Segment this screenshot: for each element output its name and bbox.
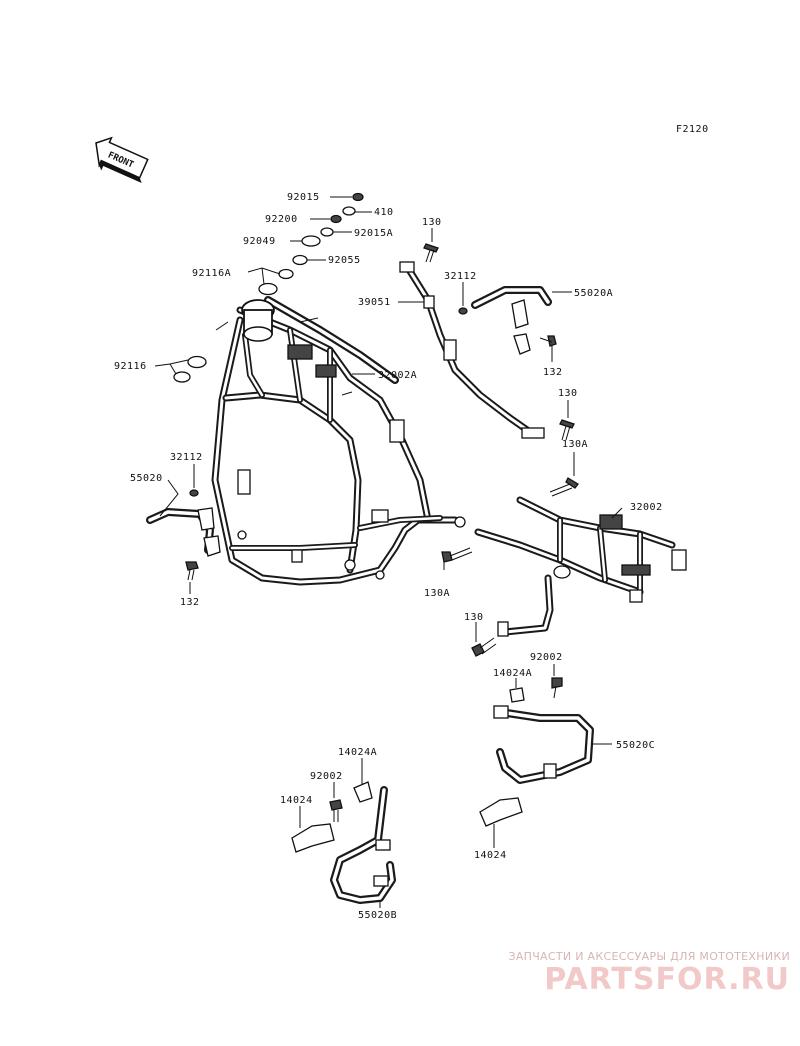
label-55020: 55020 bbox=[130, 473, 163, 484]
label-14024a-right: 14024A bbox=[493, 668, 532, 679]
label-92015: 92015 bbox=[287, 192, 320, 203]
label-92116a: 92116A bbox=[192, 268, 231, 279]
watermark-logo: PARTSFOR.RU bbox=[544, 962, 790, 997]
label-130-mid: 130 bbox=[558, 388, 578, 399]
label-92002-right: 92002 bbox=[530, 652, 563, 663]
label-92015a: 92015A bbox=[354, 228, 393, 239]
label-32112-top: 32112 bbox=[444, 271, 477, 282]
watermark-tagline: ЗАПЧАСТИ И АКСЕССУАРЫ ДЛЯ МОТОТЕХНИКИ bbox=[508, 950, 790, 963]
label-14024-right: 14024 bbox=[474, 850, 507, 861]
label-92049: 92049 bbox=[243, 236, 276, 247]
label-32112-left: 32112 bbox=[170, 452, 203, 463]
label-132-right: 132 bbox=[543, 367, 563, 378]
label-32002: 32002 bbox=[630, 502, 663, 513]
label-92200: 92200 bbox=[265, 214, 298, 225]
label-130-top: 130 bbox=[422, 217, 442, 228]
side-stay bbox=[399, 261, 557, 439]
label-130-low: 130 bbox=[464, 612, 484, 623]
label-92116: 92116 bbox=[114, 361, 147, 372]
label-92055: 92055 bbox=[328, 255, 361, 266]
label-32002a: 32002A bbox=[378, 370, 417, 381]
left-guard-55020b bbox=[291, 781, 396, 904]
main-frame bbox=[211, 296, 466, 586]
bolts-upper bbox=[423, 243, 579, 497]
leader-lines bbox=[154, 196, 623, 908]
label-14024a-left: 14024A bbox=[338, 747, 377, 758]
label-55020c: 55020C bbox=[616, 740, 655, 751]
label-39051: 39051 bbox=[358, 297, 391, 308]
label-55020b: 55020B bbox=[358, 910, 397, 921]
label-410: 410 bbox=[374, 207, 394, 218]
steering-bearing-stack bbox=[173, 192, 364, 383]
label-14024-left: 14024 bbox=[280, 795, 313, 806]
label-130a-low: 130A bbox=[424, 588, 450, 599]
right-guard-55020c bbox=[479, 677, 594, 827]
label-132-left: 132 bbox=[180, 597, 200, 608]
label-92002-left: 92002 bbox=[310, 771, 343, 782]
label-55020a: 55020A bbox=[574, 288, 613, 299]
watermark: ЗАПЧАСТИ И АКСЕССУАРЫ ДЛЯ МОТОТЕХНИКИ PA… bbox=[440, 950, 790, 997]
figure-code: F2120 bbox=[676, 124, 709, 135]
part-labels: 92015 410 92200 92015A 92049 92055 92116… bbox=[114, 192, 663, 921]
label-130a-mid: 130A bbox=[562, 439, 588, 450]
left-guard-55020 bbox=[146, 489, 221, 581]
rear-subframe bbox=[441, 496, 687, 657]
front-arrow-icon: FRONT bbox=[95, 136, 149, 184]
